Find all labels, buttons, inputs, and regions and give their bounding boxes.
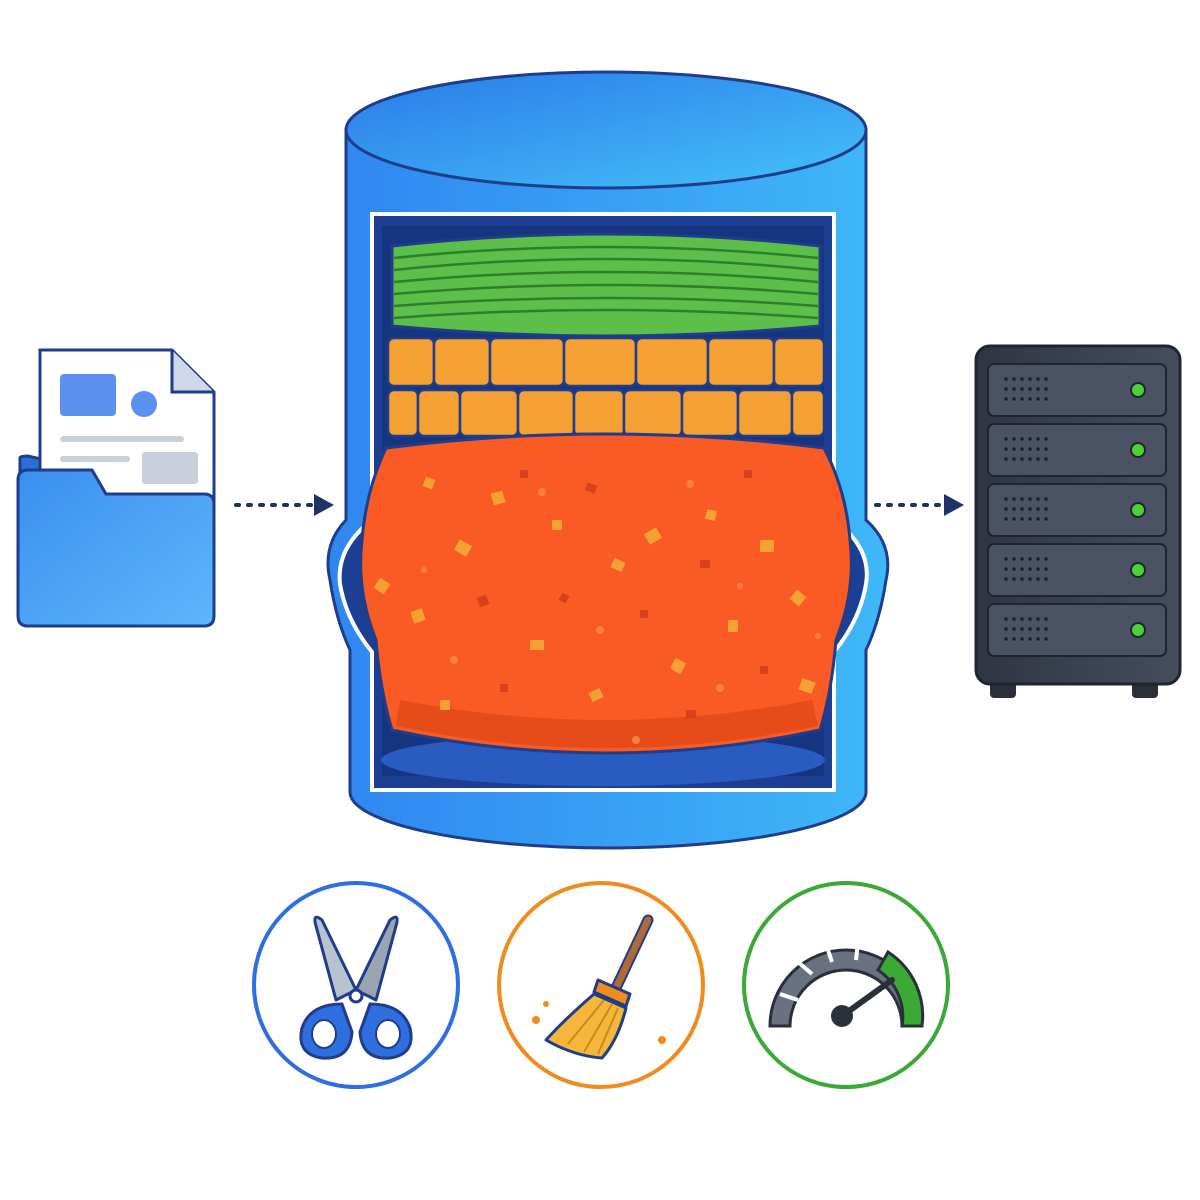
status-led-icon	[1130, 562, 1146, 578]
speed-ring	[742, 881, 950, 1089]
server-unit	[987, 483, 1167, 537]
folder-document-icon	[16, 348, 216, 628]
action-clean	[497, 881, 705, 1089]
status-led-icon	[1130, 502, 1146, 518]
brick-blocks-icon	[386, 336, 826, 438]
status-led-icon	[1130, 382, 1146, 398]
trim-ring	[252, 881, 460, 1089]
status-led-icon	[1130, 622, 1146, 638]
server-unit	[987, 363, 1167, 417]
action-trim	[252, 881, 460, 1089]
server-rack-icon	[974, 344, 1182, 698]
server-unit	[987, 423, 1167, 477]
action-speed	[742, 881, 950, 1089]
status-led-icon	[1130, 442, 1146, 458]
broom-icon	[532, 914, 666, 1060]
server-unit	[987, 543, 1167, 597]
server-unit	[987, 603, 1167, 657]
stacked-plates-icon	[390, 232, 822, 338]
scissors-icon	[299, 915, 413, 1060]
speedometer-icon	[768, 941, 925, 1028]
edge-arrow-db-to-server	[874, 494, 964, 516]
edge-arrow-files-to-db	[234, 494, 334, 516]
bloated-fragment-icon	[359, 432, 853, 755]
